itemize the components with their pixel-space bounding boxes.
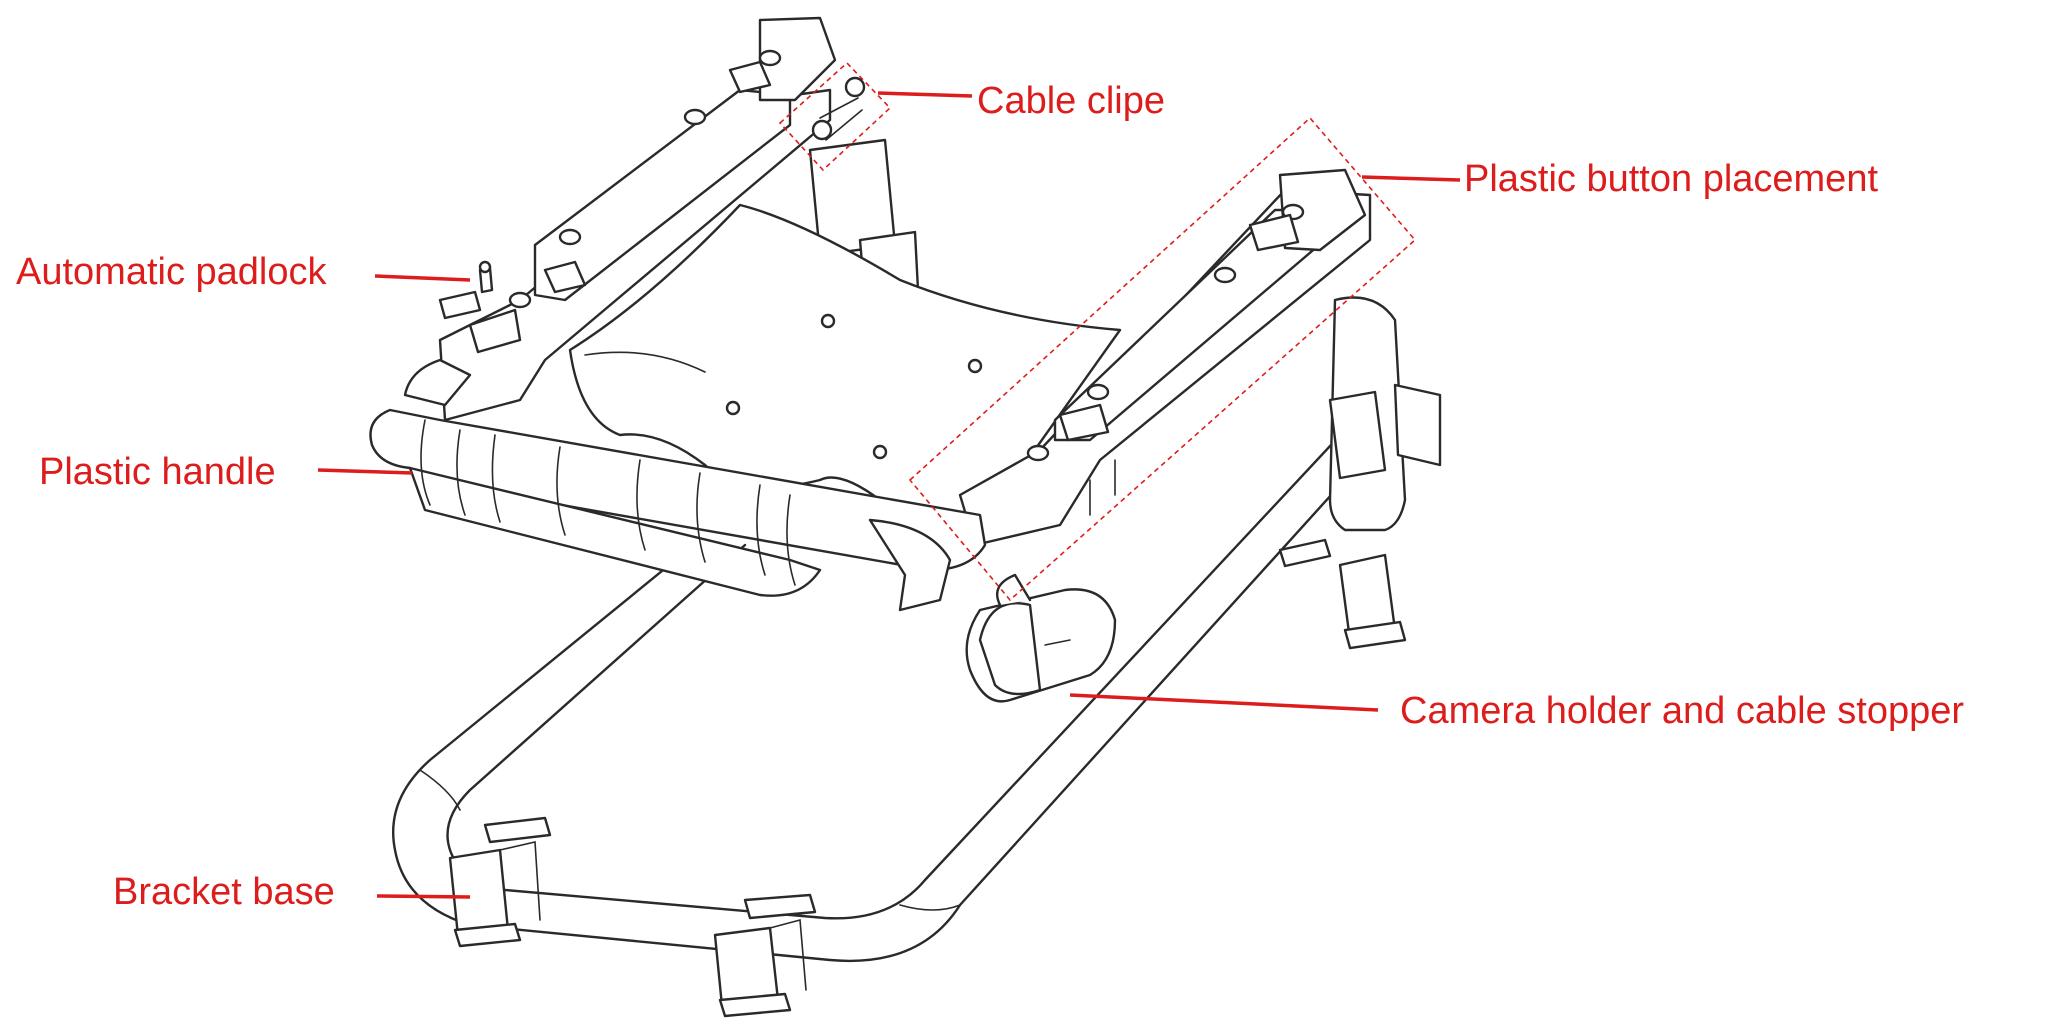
camera-holder-label: Camera holder and cable stopper	[1400, 690, 1964, 732]
plastic-button-placement-label: Plastic button placement	[1464, 158, 1878, 200]
padlock-leader	[374, 274, 471, 282]
button-placement-leader	[1361, 175, 1461, 182]
camera-holder-leader	[1069, 693, 1379, 712]
base-clip-right	[1278, 538, 1407, 650]
plastic-handle-part	[369, 358, 987, 612]
cable-clip-label: Cable clipe	[977, 80, 1165, 122]
right-rail	[958, 168, 1372, 547]
automatic-padlock-label: Automatic padlock	[16, 251, 327, 293]
plastic-handle-label: Plastic handle	[39, 451, 276, 493]
cable-clip-leader	[877, 91, 973, 98]
cable-clip-highlight-box	[778, 61, 892, 172]
cable-clip-part	[811, 76, 866, 141]
camera-holder-part	[965, 573, 1117, 703]
bracket-base-leader	[376, 894, 471, 899]
base-clip-left	[448, 841, 541, 948]
technical-drawing	[369, 16, 1442, 1018]
left-rail	[438, 16, 837, 422]
annotations: Cable clipe Plastic button placement Aut…	[16, 61, 1964, 913]
automatic-padlock-part	[438, 260, 494, 320]
handle-leader	[317, 468, 413, 475]
base-clip-center	[713, 918, 807, 1018]
base-clip-back	[483, 816, 817, 920]
right-upright	[1328, 296, 1442, 532]
bracket-base-label: Bracket base	[113, 871, 335, 913]
